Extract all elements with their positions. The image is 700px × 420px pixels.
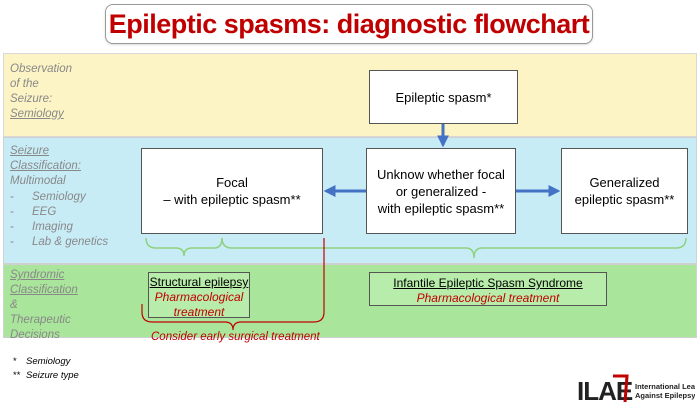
ies-syndrome-box: Infantile Epileptic Spasm Syndrome Pharm…	[369, 272, 607, 306]
row-label-line: of the	[10, 78, 39, 90]
row-label-observation: Observation of the Seizure: Semiology	[10, 62, 72, 122]
band-observation	[3, 53, 697, 137]
ies-treatment: Pharmacological treatment	[416, 291, 560, 305]
footnote-item: **Seizure type	[13, 370, 79, 381]
focal-label: Focal	[216, 175, 248, 190]
ilae-logo: ILAE International League Against Epilep…	[575, 372, 700, 406]
unknown-line: Unknow whether focal	[377, 166, 505, 182]
generalized-line: Generalized	[589, 175, 660, 190]
svg-text:International League: International League	[635, 382, 695, 391]
focal-sublabel: – with epileptic spasm**	[163, 192, 301, 207]
row-label-line: Therapeutic	[10, 314, 71, 326]
structural-epilepsy-title: Structural epilepsy	[149, 275, 249, 289]
ies-title: Infantile Epileptic Spasm Syndrome	[393, 276, 583, 290]
row-label-line: Classification	[10, 284, 78, 296]
svg-text:Against Epilepsy: Against Epilepsy	[635, 391, 695, 400]
unknown-line: with epileptic spasm**	[377, 200, 505, 216]
row-label-line: Semiology	[10, 108, 64, 120]
generalized-box: Generalized epileptic spasm**	[561, 148, 688, 234]
ilae-logo-mark: ILAE International League Against Epilep…	[577, 374, 700, 406]
footnotes: *Semiology **Seizure type	[13, 355, 79, 383]
focal-box: Focal – with epileptic spasm**	[141, 148, 323, 234]
row-label-line: Syndromic	[10, 269, 65, 281]
list-item: -Semiology	[10, 191, 86, 203]
row-label-line: Classification:	[10, 160, 81, 172]
row-label-syndromic: Syndromic Classification & Therapeutic D…	[10, 268, 78, 343]
generalized-line: epileptic spasm**	[574, 192, 675, 207]
row-label-line: Seizure	[10, 145, 49, 157]
structural-treatment-line: treatment	[173, 305, 225, 319]
bracket-focal	[145, 237, 223, 257]
list-item: -EEG	[10, 206, 57, 218]
epileptic-spasm-box: Epileptic spasm*	[369, 70, 518, 124]
row-label-line: &	[10, 299, 18, 311]
row-label-line: Multimodal	[10, 175, 66, 187]
row-label-line: Decisions	[10, 329, 60, 341]
title-box: Epileptic spasms: diagnostic flowchart	[105, 4, 593, 44]
structural-treatment-line: Pharmacological	[154, 290, 244, 304]
classification-list: -Semiology -EEG -Imaging -Lab & genetics	[10, 190, 108, 250]
epileptic-spasm-label: Epileptic spasm*	[395, 89, 492, 105]
footnote-item: *Semiology	[13, 356, 71, 367]
list-item: -Lab & genetics	[10, 236, 109, 248]
page-title: Epileptic spasms: diagnostic flowchart	[108, 8, 590, 39]
row-label-line: Observation	[10, 63, 73, 75]
bracket-all	[221, 237, 687, 259]
structural-epilepsy-box: Structural epilepsy Pharmacological trea…	[148, 272, 250, 319]
list-item: -Imaging	[10, 221, 73, 233]
row-label-classification: Seizure Classification: Multimodal -Semi…	[10, 144, 108, 250]
unknown-onset-box: Unknow whether focal or generalized - wi…	[366, 148, 516, 234]
surgical-note: Consider early surgical treatment	[151, 331, 320, 343]
bracket-surgical	[141, 238, 325, 331]
row-label-line: Seizure:	[10, 93, 53, 105]
unknown-line: or generalized -	[395, 183, 487, 199]
